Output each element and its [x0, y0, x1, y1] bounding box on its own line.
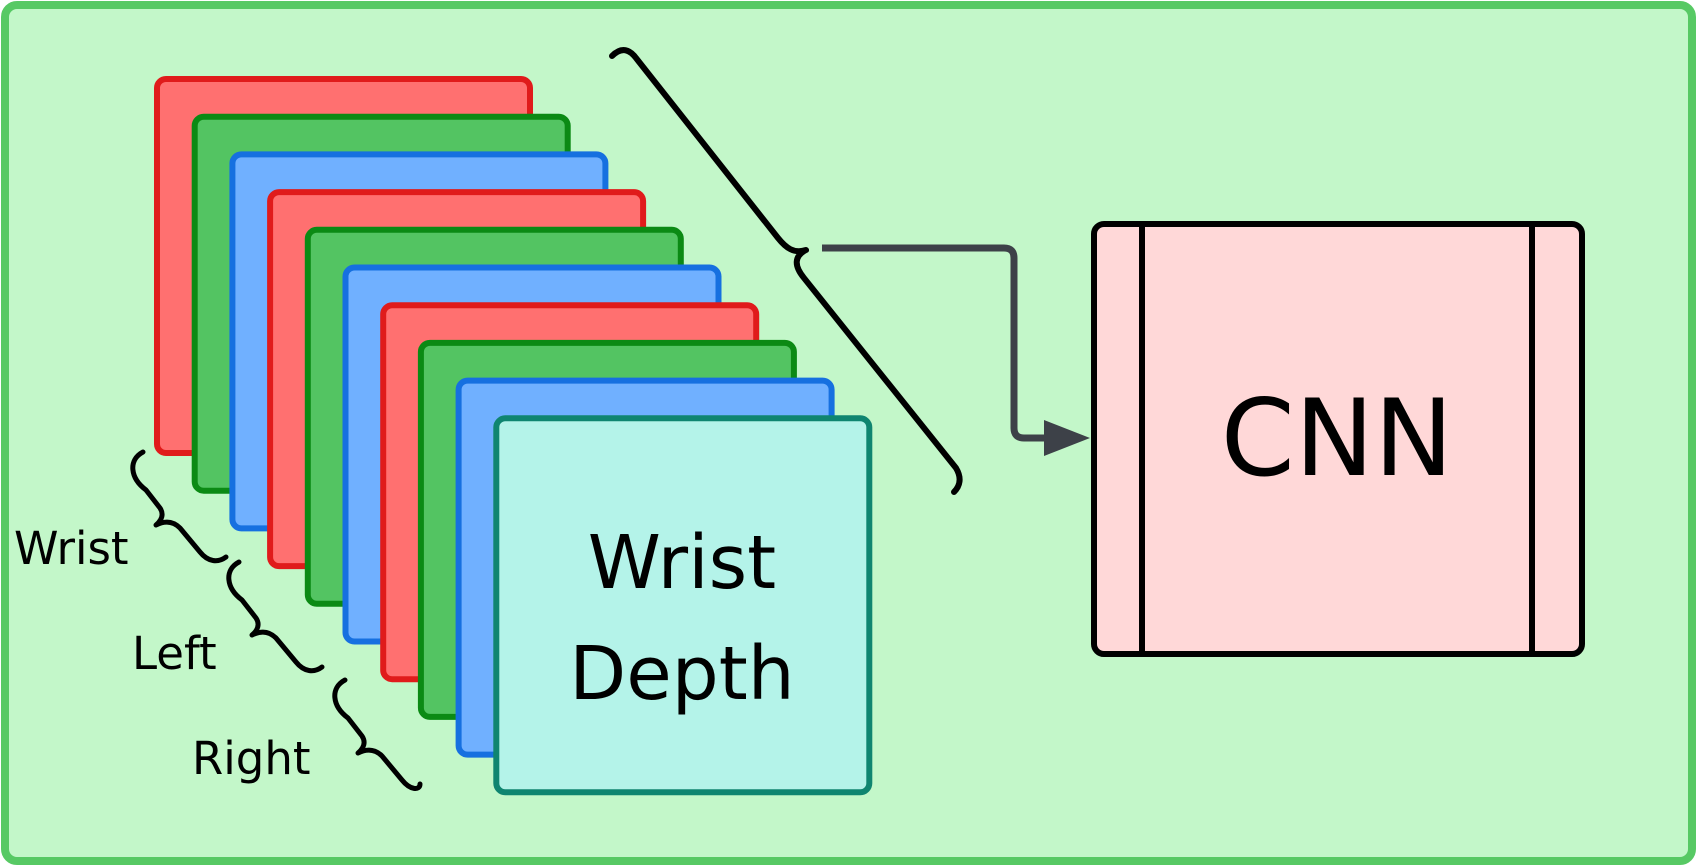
- wrist-camera-label: Wrist: [14, 522, 129, 575]
- depth-frame-label-line2: Depth: [569, 631, 794, 717]
- wrist-depth-frame: [493, 415, 873, 796]
- right-group-brace: [332, 677, 423, 791]
- left-camera-label: Left: [132, 627, 217, 680]
- stack-group-brace: [609, 47, 963, 495]
- cnn-block: [1091, 221, 1585, 657]
- image-frame-stack: [154, 76, 873, 796]
- left-group-brace: [226, 559, 325, 674]
- depth-frame-label-line1: Wrist: [588, 520, 776, 606]
- stack-to-cnn-arrow-line: [822, 244, 1046, 442]
- right-camera-label: Right: [192, 732, 311, 785]
- arrow-head: [1044, 420, 1090, 456]
- cnn-label: CNN: [1221, 377, 1454, 500]
- wrist-group-brace: [130, 449, 229, 564]
